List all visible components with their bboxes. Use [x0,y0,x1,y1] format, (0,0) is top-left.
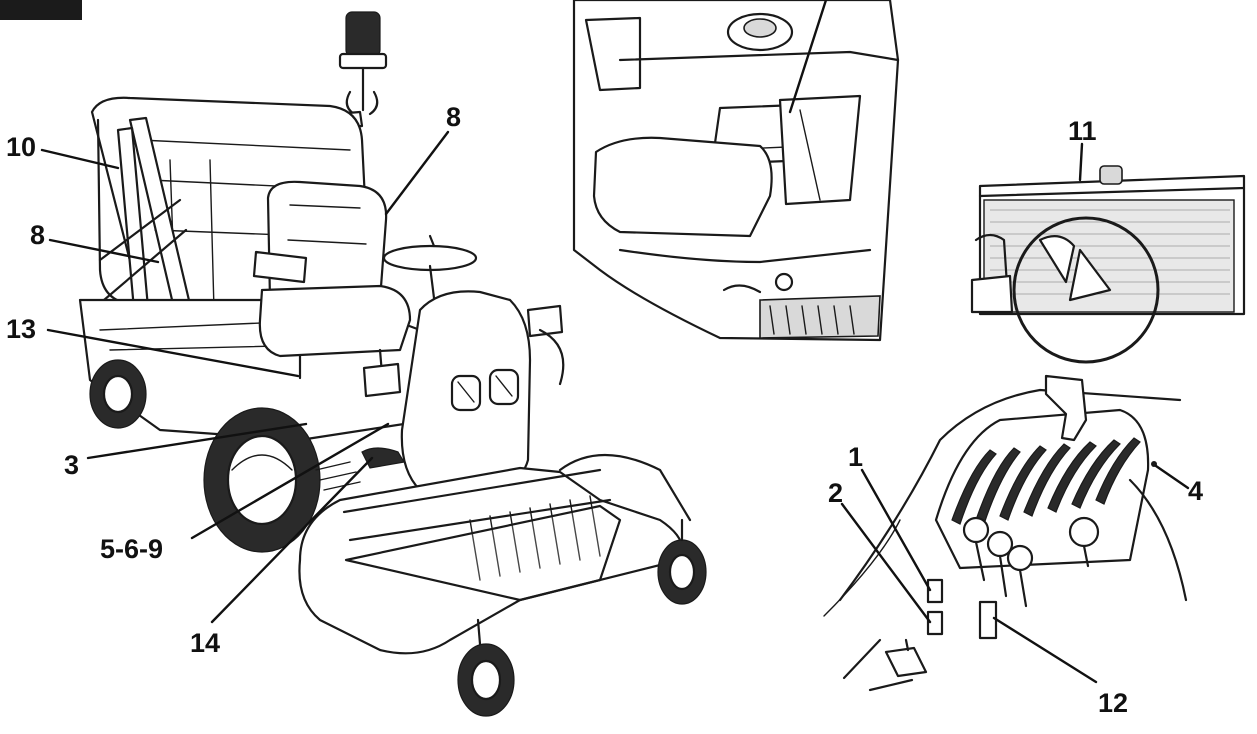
mower-deck [298,454,692,655]
front-caster-left [457,618,515,717]
decal-2-marker [926,610,944,636]
callout-13: 13 [6,314,36,344]
ride-on-mower-illustration [78,11,707,717]
hydraulic-levers [962,516,1100,608]
callout-12: 12 [1098,688,1128,718]
callout-8-left: 8 [30,220,45,250]
callout-labels: 10 8 13 3 5-6-9 14 8 11 1 2 4 12 [6,102,1203,718]
callout-11: 11 [1068,116,1097,146]
throttle-lever [1044,374,1088,442]
figure-tag [0,0,82,20]
callout-5-6-9: 5-6-9 [100,534,163,564]
leader-lines [40,0,1190,684]
decal-12-marker [978,600,998,640]
callout-2: 2 [828,478,843,508]
inset-control-panel [823,374,1188,692]
callout-4: 4 [1188,476,1203,506]
foot-pedal [868,638,928,692]
decal-1-marker [926,578,944,604]
beacon-light [338,11,388,116]
callout-3: 3 [64,450,79,480]
front-caster-right [657,518,707,605]
callout-8-top: 8 [446,102,461,132]
callout-1: 1 [848,442,863,472]
callout-14: 14 [190,628,220,658]
rear-right-wheel [203,407,321,553]
rear-left-wheel [89,359,147,429]
front-console [362,290,565,496]
inset-radiator [970,165,1246,364]
operator-seat [252,180,412,380]
inset-battery-compartment [572,0,900,342]
callout-10: 10 [6,132,36,162]
panel-slots [951,437,1141,525]
